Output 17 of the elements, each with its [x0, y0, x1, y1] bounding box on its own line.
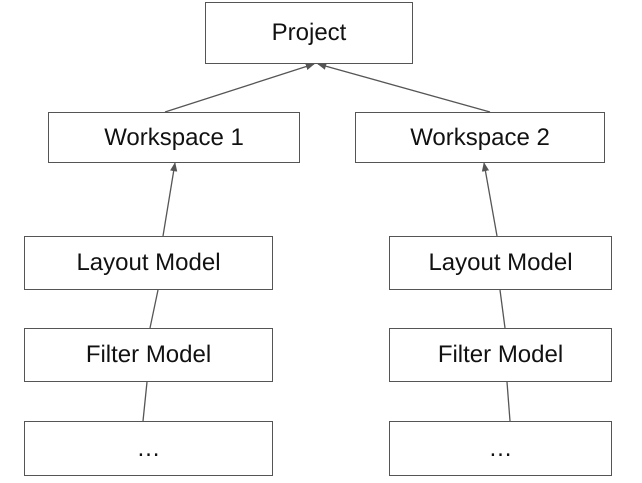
project-box: Project	[205, 2, 413, 64]
placeholder-box: …	[389, 421, 612, 476]
workspace-box: Workspace 1	[48, 112, 300, 163]
arrow	[482, 162, 498, 236]
arrow	[164, 63, 315, 113]
workspace-box: Workspace 2	[355, 112, 605, 163]
connector-line	[499, 290, 506, 328]
arrow	[162, 162, 178, 236]
placeholder-box: …	[24, 421, 273, 476]
connector-line	[142, 382, 148, 422]
model-box: Filter Model	[389, 328, 612, 382]
model-box: Layout Model	[24, 236, 273, 290]
model-box: Filter Model	[24, 328, 273, 382]
connector-line	[149, 290, 159, 328]
arrow	[317, 62, 490, 113]
connector-line	[506, 382, 511, 422]
model-box: Layout Model	[389, 236, 612, 290]
